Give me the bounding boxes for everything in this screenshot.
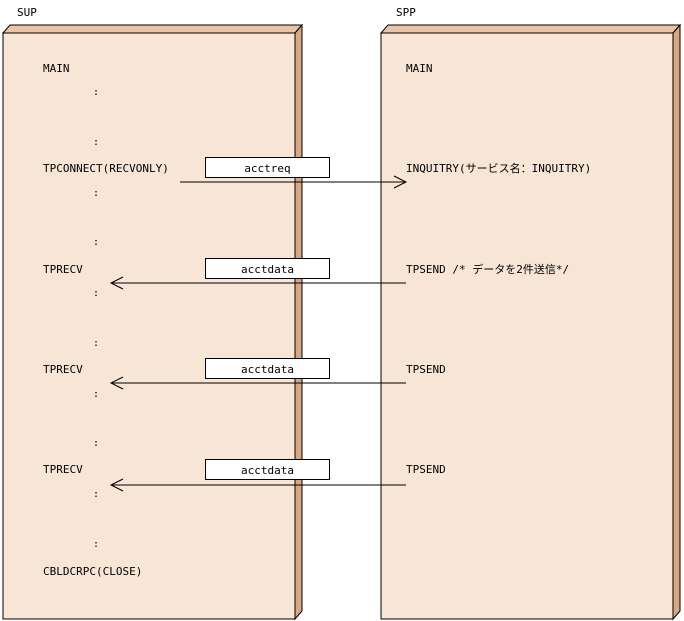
ellipsis-dot: : — [93, 137, 100, 148]
tprecv-call-2: TPRECV — [43, 363, 83, 376]
sup-title: SUP — [17, 6, 37, 19]
ellipsis-dot: : — [93, 489, 100, 500]
message-acctreq: acctreq — [205, 157, 330, 178]
ellipsis-dot: : — [93, 338, 100, 349]
inquiry-service: INQUITRY(サービス名：INQUITRY) — [406, 162, 592, 175]
ellipsis-dot: : — [93, 87, 100, 98]
message-acctdata-3: acctdata — [205, 459, 330, 480]
sup-block — [1, 23, 304, 621]
message-acctdata-2: acctdata — [205, 358, 330, 379]
spp-block — [379, 23, 682, 621]
ellipsis-dot: : — [93, 539, 100, 550]
tpsend-call-1: TPSEND /* データを2件送信*/ — [406, 263, 570, 276]
spp-title: SPP — [396, 6, 416, 19]
ellipsis-dot: : — [93, 188, 100, 199]
message-acctdata-1: acctdata — [205, 258, 330, 279]
arrow-acctdata-2 — [109, 376, 406, 390]
tprecv-call-1: TPRECV — [43, 263, 83, 276]
spp-main-label: MAIN — [406, 62, 433, 75]
tprecv-call-3: TPRECV — [43, 463, 83, 476]
arrow-acctreq — [180, 175, 408, 189]
ellipsis-dot: : — [93, 389, 100, 400]
ellipsis-dot: : — [93, 438, 100, 449]
sup-main-label: MAIN — [43, 62, 70, 75]
cbldcrpc-call: CBLDCRPC(CLOSE) — [43, 565, 143, 578]
ellipsis-dot: : — [93, 237, 100, 248]
arrow-acctdata-1 — [109, 276, 406, 290]
tpconnect-call: TPCONNECT(RECVONLY) — [43, 162, 169, 175]
tpsend-call-2: TPSEND — [406, 363, 446, 376]
ellipsis-dot: : — [93, 288, 100, 299]
arrow-acctdata-3 — [109, 478, 406, 492]
tpsend-call-3: TPSEND — [406, 463, 446, 476]
